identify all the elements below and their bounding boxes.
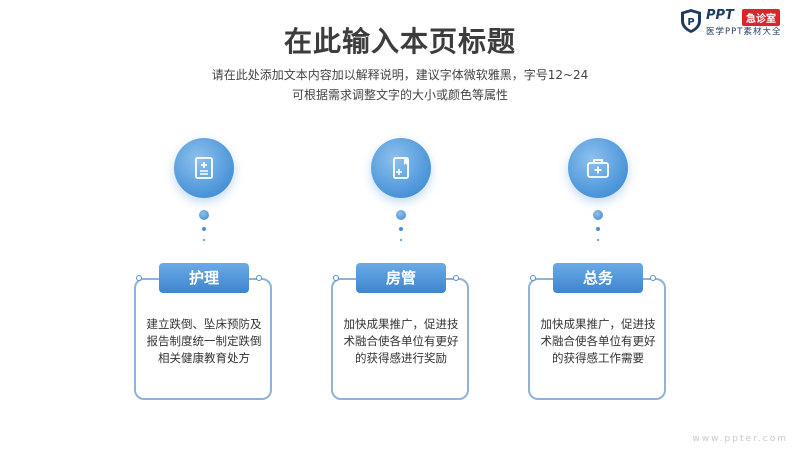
card-pin-right — [453, 275, 459, 281]
card-pin-right — [650, 275, 656, 281]
connector-dot-small — [597, 239, 599, 241]
page-title: 在此输入本页标题 — [283, 25, 516, 58]
column-housing: 加快成果推广，促进技术融合使各单位有更好的获得感进行奖励 房管 — [331, 0, 471, 450]
medical-kit-icon — [568, 138, 628, 198]
page-subtitle-line-2: 可根据需求调整文字的大小或颜色等属性 — [291, 88, 508, 102]
connector-dot-medium — [596, 227, 600, 231]
svg-text:P: P — [687, 17, 694, 28]
connector-dot-medium — [399, 227, 403, 231]
connector-dot-large — [396, 210, 406, 220]
card-title-tag: 总务 — [553, 263, 643, 293]
medical-card-icon — [371, 138, 431, 198]
column-general-affairs: 加快成果推广，促进技术融合使各单位有更好的获得感工作需要 总务 — [528, 0, 668, 450]
medical-document-icon — [174, 138, 234, 198]
card-title-tag: 护理 — [159, 263, 249, 293]
connector-dot-large — [199, 210, 209, 220]
info-card: 加快成果推广，促进技术融合使各单位有更好的获得感工作需要 — [528, 278, 666, 400]
connector-dot-large — [593, 210, 603, 220]
card-title-tag: 房管 — [356, 263, 446, 293]
logo-ppt-text: PPT — [706, 8, 734, 23]
connector-dot-medium — [202, 227, 206, 231]
card-text: 加快成果推广，促进技术融合使各单位有更好的获得感进行奖励 — [343, 317, 459, 365]
card-pin-left — [530, 275, 536, 281]
connector-dot-small — [400, 239, 402, 241]
shield-icon: P — [681, 9, 701, 33]
card-pin-left — [333, 275, 339, 281]
column-nursing: 建立跌倒、坠床预防及报告制度统一制定跌倒相关健康教育处方 护理 — [134, 0, 274, 450]
card-text: 建立跌倒、坠床预防及报告制度统一制定跌倒相关健康教育处方 — [146, 317, 262, 365]
watermark-text: www.ppter.com — [692, 434, 788, 444]
info-card: 建立跌倒、坠床预防及报告制度统一制定跌倒相关健康教育处方 — [134, 278, 272, 400]
brand-logo: P PPT 急诊室 医学PPT素材大全 — [680, 8, 792, 38]
logo-badge: 急诊室 — [742, 9, 780, 26]
page-subtitle-line-1: 请在此处添加文本内容加以解释说明，建议字体微软雅黑，字号12~24 — [211, 68, 589, 82]
card-pin-right — [256, 275, 262, 281]
card-text: 加快成果推广，促进技术融合使各单位有更好的获得感工作需要 — [540, 317, 656, 365]
card-pin-left — [136, 275, 142, 281]
connector-dot-small — [203, 239, 205, 241]
logo-subtitle: 医学PPT素材大全 — [706, 27, 782, 37]
info-card: 加快成果推广，促进技术融合使各单位有更好的获得感进行奖励 — [331, 278, 469, 400]
